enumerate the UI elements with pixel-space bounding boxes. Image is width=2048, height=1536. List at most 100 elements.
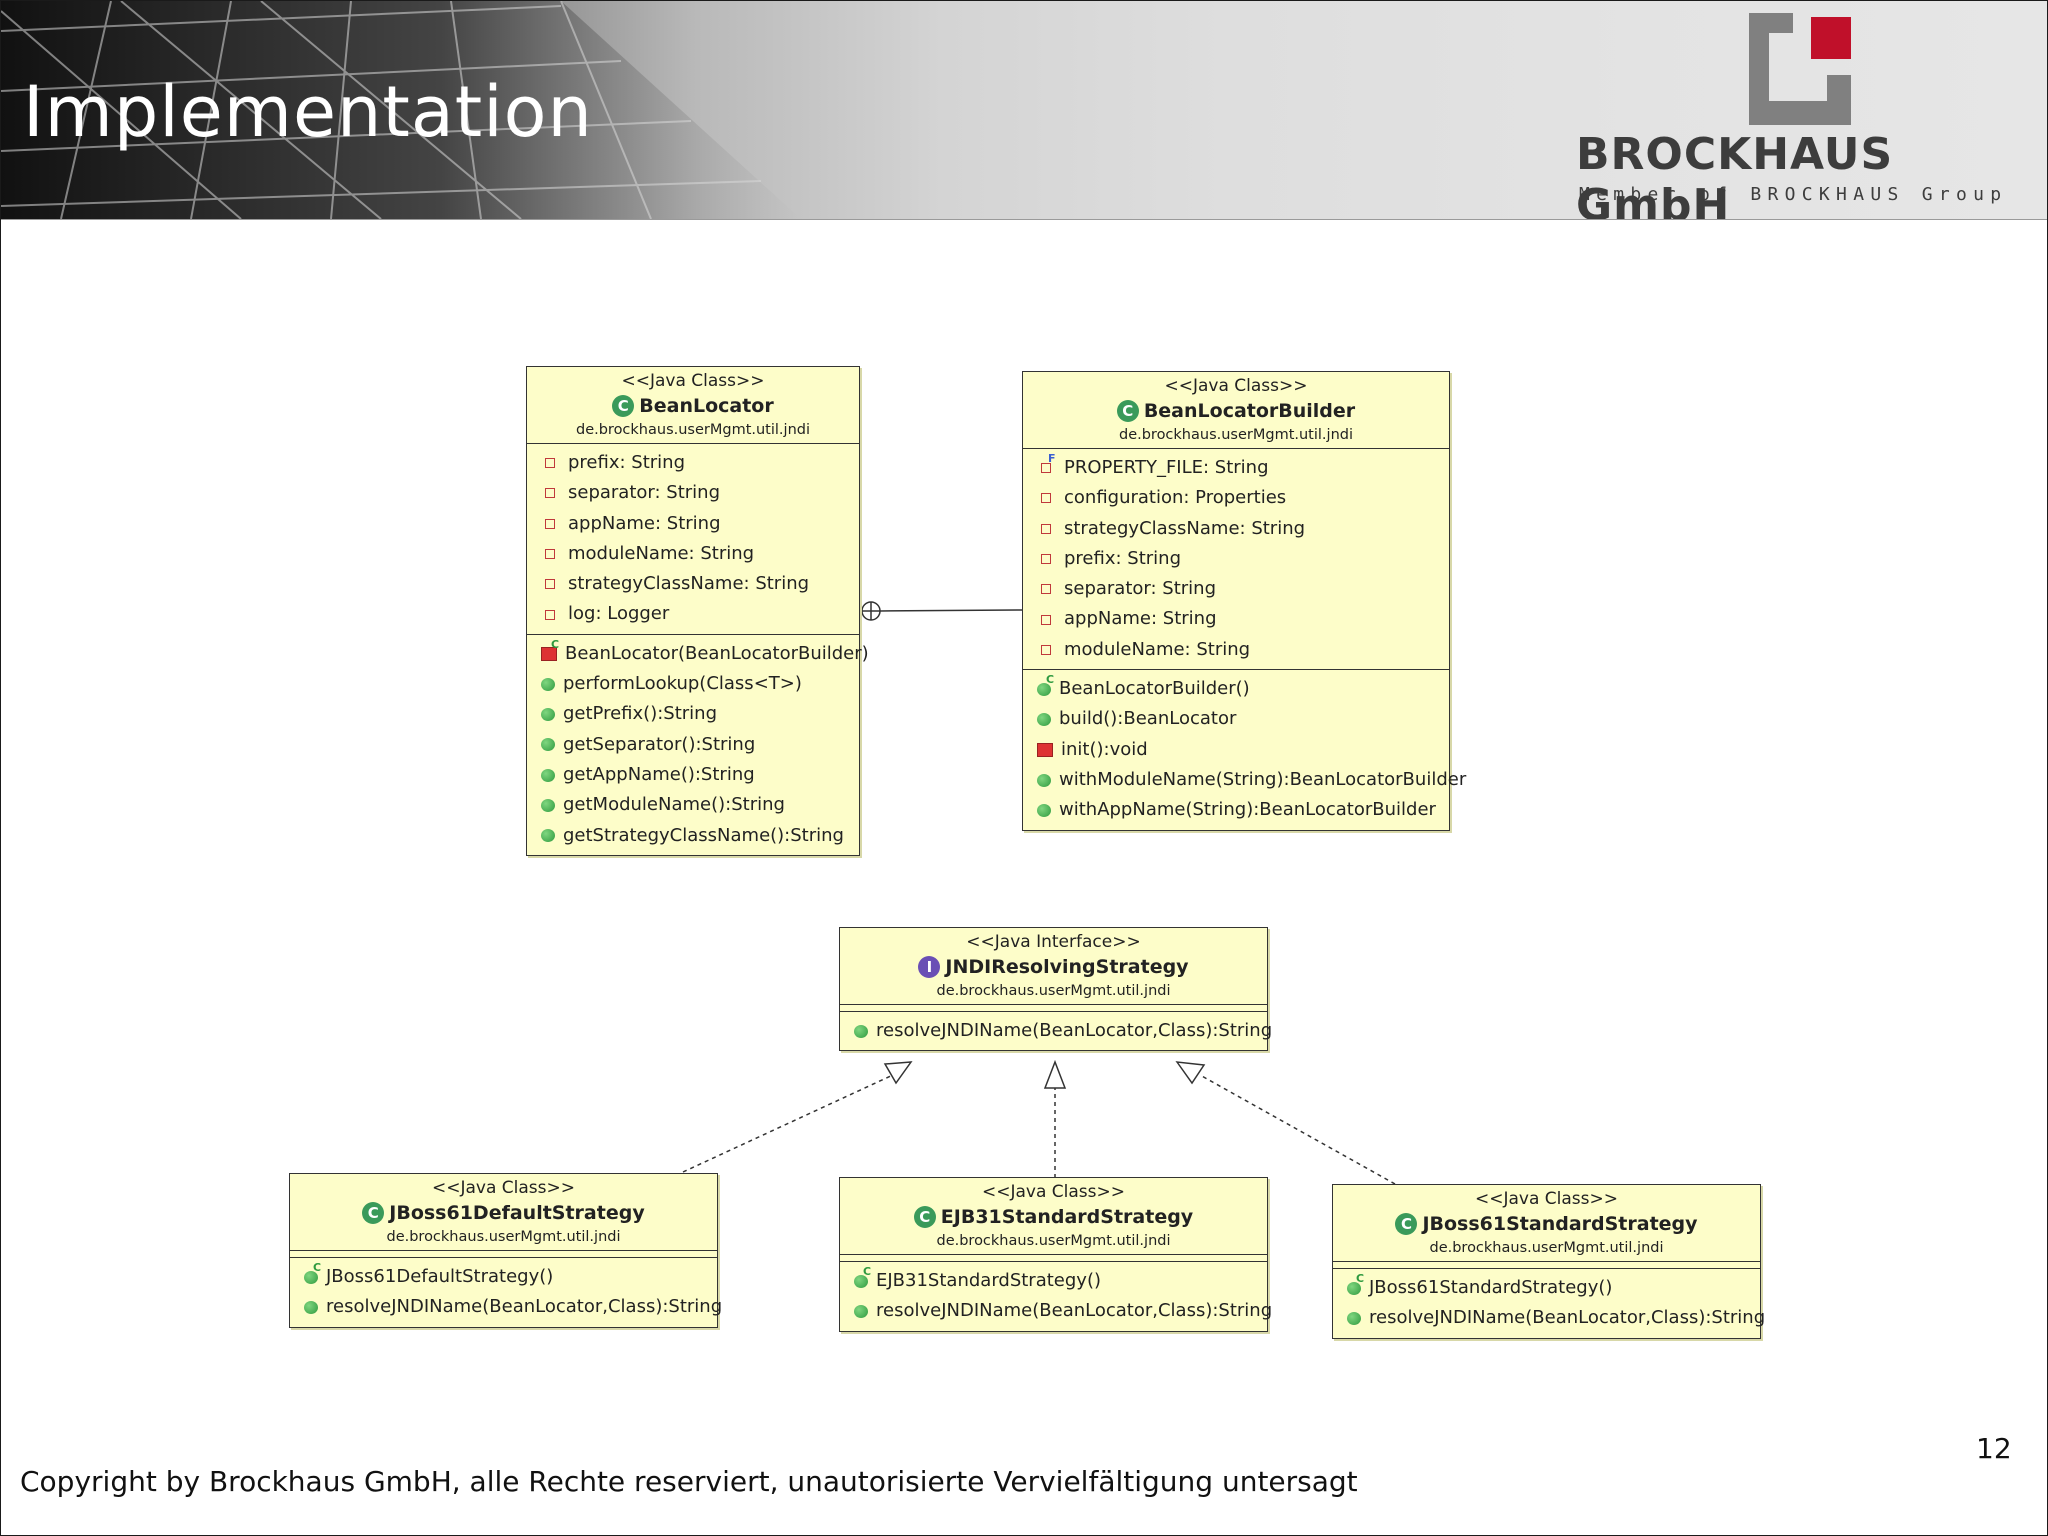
method-row: init():void <box>1037 735 1449 765</box>
stereotype-label: <<Java Class>> <box>1164 376 1308 396</box>
fields-section-empty <box>290 1251 717 1258</box>
private-field-icon <box>545 458 555 469</box>
field-row: configuration: Properties <box>1037 483 1449 513</box>
fields-section-empty <box>1333 1262 1760 1269</box>
field-row: prefix: String <box>1037 544 1449 574</box>
field-row: strategyClassName: String <box>541 569 859 599</box>
stereotype-label: <<Java Interface>> <box>966 932 1141 952</box>
private-method-icon <box>1037 742 1053 757</box>
public-method-icon <box>541 738 555 752</box>
public-method-icon <box>1037 803 1051 817</box>
private-constructor-icon: C <box>541 639 559 661</box>
public-method-icon <box>541 829 555 843</box>
public-method-icon <box>854 1024 868 1038</box>
method-row: getPrefix():String <box>541 699 859 729</box>
public-method-icon <box>1037 773 1051 787</box>
private-field-icon <box>545 609 555 620</box>
stereotype-label: <<Java Class>> <box>621 371 765 391</box>
field-row: moduleName: String <box>541 539 859 569</box>
method-row: withAppName(String):BeanLocatorBuilder <box>1037 795 1449 825</box>
fields-section: prefix: String separator: String appName… <box>527 444 859 634</box>
fields-section-empty <box>840 1005 1267 1012</box>
class-name: JBoss61DefaultStrategy <box>389 1202 645 1224</box>
class-name: EJB31StandardStrategy <box>940 1206 1194 1228</box>
private-field-icon <box>1041 493 1051 504</box>
page-number: 12 <box>1976 1432 2012 1465</box>
stereotype-label: <<Java Class>> <box>431 1178 575 1198</box>
interface-name: JNDIResolvingStrategy <box>945 956 1189 978</box>
method-row: resolveJNDIName(BeanLocator,Class):Strin… <box>1347 1303 1765 1333</box>
method-row: withModuleName(String):BeanLocatorBuilde… <box>1037 765 1466 795</box>
package-label: de.brockhaus.userMgmt.util.jndi <box>1118 427 1353 443</box>
final-field-icon: F <box>1041 453 1056 474</box>
private-field-icon <box>1041 644 1051 655</box>
field-row: appName: String <box>1037 604 1449 634</box>
stereotype-label: <<Java Class>> <box>1474 1189 1618 1209</box>
constructor-icon: C <box>304 1262 321 1284</box>
brand-name: BROCKHAUS GmbH <box>1576 129 1894 220</box>
package-label: de.brockhaus.userMgmt.util.jndi <box>575 422 810 438</box>
class-icon: C <box>913 1206 936 1228</box>
method-row: performLookup(Class<T>) <box>541 669 859 699</box>
method-row: getAppName():String <box>541 760 859 790</box>
public-method-icon <box>541 798 555 812</box>
private-field-icon <box>545 488 555 499</box>
private-field-icon <box>1041 523 1051 534</box>
field-row: appName: String <box>541 509 859 539</box>
private-field-icon <box>1041 554 1051 565</box>
field-row: log: Logger <box>541 599 859 629</box>
private-field-icon <box>545 579 555 590</box>
field-row: separator: String <box>541 478 859 508</box>
building-facade-image <box>1 1 801 219</box>
private-field-icon <box>1041 614 1051 625</box>
method-row: resolveJNDIName(BeanLocator,Class):Strin… <box>854 1016 1272 1046</box>
brand-subtitle: Member of BROCKHAUS Group <box>1579 184 2008 205</box>
copyright-footer: Copyright by Brockhaus GmbH, alle Rechte… <box>20 1465 1358 1498</box>
private-field-icon <box>545 518 555 529</box>
constructor-icon: C <box>1037 674 1054 696</box>
method-row: resolveJNDIName(BeanLocator,Class):Strin… <box>854 1296 1272 1326</box>
constructor-icon: C <box>854 1266 871 1288</box>
class-icon: C <box>362 1202 385 1224</box>
slide-title: Implementation <box>23 71 593 153</box>
class-name: BeanLocatorBuilder <box>1143 400 1356 422</box>
method-row: build():BeanLocator <box>1037 704 1449 734</box>
class-name: BeanLocator <box>639 395 774 417</box>
package-label: de.brockhaus.userMgmt.util.jndi <box>1429 1240 1664 1256</box>
methods-section: resolveJNDIName(BeanLocator,Class):Strin… <box>840 1012 1272 1050</box>
public-method-icon <box>854 1304 868 1318</box>
class-bean-locator-builder[interactable]: <<Java Class>> C BeanLocatorBuilder de.br… <box>1022 371 1466 831</box>
public-method-icon <box>1347 1311 1361 1325</box>
public-method-icon <box>541 677 555 691</box>
class-icon: C <box>1395 1213 1418 1235</box>
package-label: de.brockhaus.userMgmt.util.jndi <box>936 983 1171 999</box>
brockhaus-logo <box>1749 13 1851 125</box>
public-method-icon <box>541 708 555 722</box>
constructor-icon: C <box>1347 1273 1364 1295</box>
public-method-icon <box>541 768 555 782</box>
field-row: prefix: String <box>541 448 859 478</box>
field-row: strategyClassName: String <box>1037 514 1449 544</box>
public-method-icon <box>1037 713 1051 727</box>
class-name: JBoss61StandardStrategy <box>1422 1213 1698 1235</box>
class-icon: C <box>612 395 635 417</box>
fields-section-empty <box>840 1255 1267 1262</box>
